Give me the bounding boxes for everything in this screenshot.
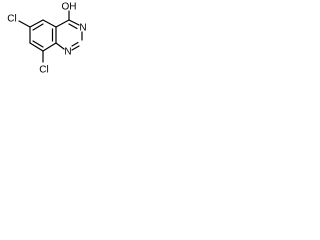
bond-c4-n3-inner [68,23,78,30]
atom-label-cl-8: Cl [39,65,48,76]
bond-c4-n3 [68,19,80,26]
bond-c4a-c5 [42,19,57,28]
atom-label-n1: N [64,47,71,58]
bond-c2-n1-inner [71,41,79,47]
bond-c6-cl [18,20,31,28]
molecule-drawing: OH N N Cl Cl [7,2,86,76]
bond-c7-c8-inner [32,40,44,48]
structure-diagram: OH N N Cl Cl [0,0,105,93]
atom-label-n3: N [79,23,86,34]
bond-c2-n1 [71,45,80,51]
bond-c7-c8 [29,42,44,52]
bond-c8-c8a [42,42,57,52]
bond-c5-c6 [29,19,44,28]
bond-c5-c6-inner [32,23,44,31]
bond-n1-c8a [55,42,65,50]
atom-label-cl-6: Cl [7,14,16,25]
bond-c4a-c4 [55,19,70,28]
atom-label-oh: OH [62,2,77,13]
